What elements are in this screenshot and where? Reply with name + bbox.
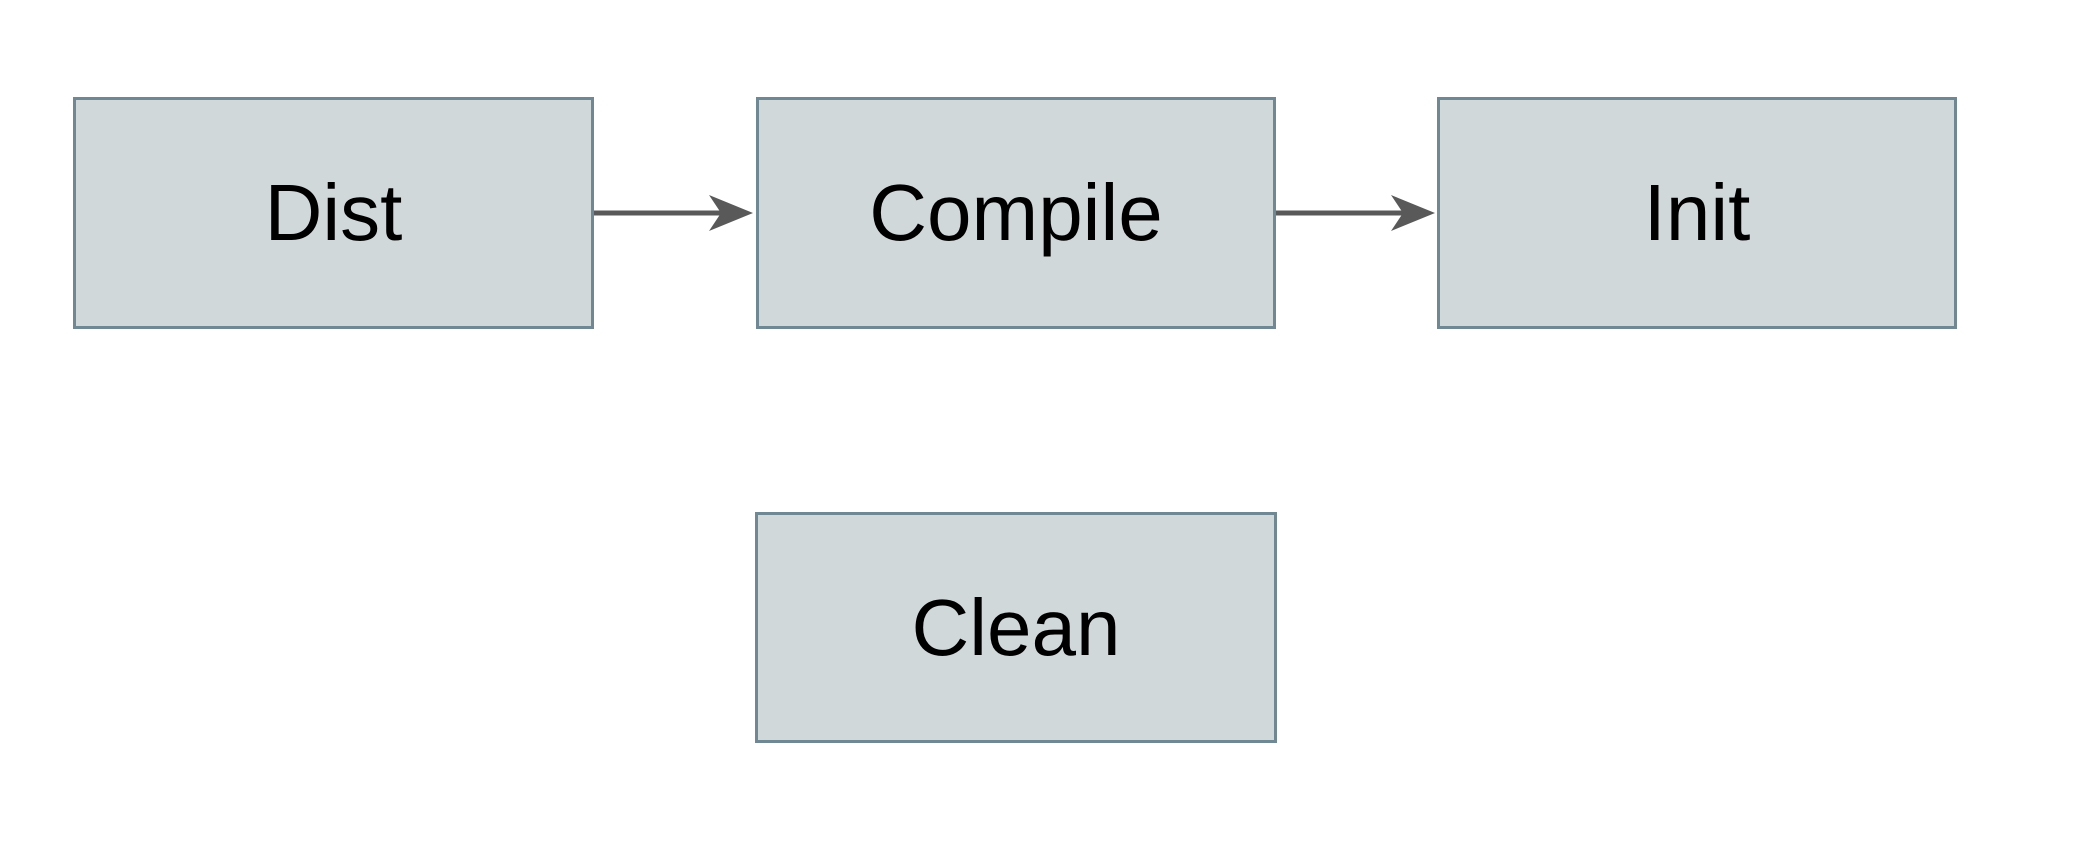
node-compile: Compile [756, 97, 1276, 329]
node-init-label: Init [1643, 168, 1751, 257]
node-dist: Dist [73, 97, 594, 329]
node-compile-label: Compile [869, 168, 1163, 257]
node-clean: Clean [755, 512, 1277, 743]
node-clean-label: Clean [911, 582, 1121, 672]
node-init: Init [1437, 97, 1957, 329]
node-dist-label: Dist [264, 168, 403, 257]
